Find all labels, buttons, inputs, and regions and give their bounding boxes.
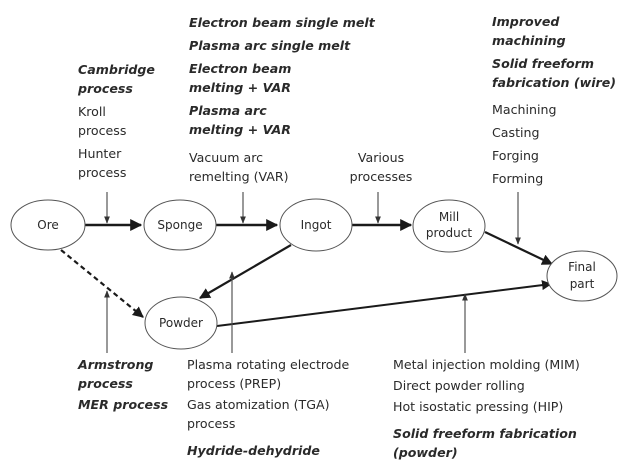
node-final-label-1: Final: [568, 260, 596, 274]
node-ore-label: Ore: [37, 218, 59, 232]
node-mill-label-2: product: [426, 226, 472, 240]
node-ore: Ore: [10, 199, 86, 251]
node-mill-product: Mill product: [412, 199, 486, 253]
label-mim: Metal injection molding (MIM): [393, 357, 580, 372]
label-pa-var-2: melting + VAR: [189, 122, 291, 137]
label-forging: Forging: [492, 148, 539, 163]
label-forming: Forming: [492, 171, 544, 186]
label-tga-1: Gas atomization (TGA): [187, 397, 330, 412]
label-hip: Hot isostatic pressing (HIP): [393, 399, 564, 414]
label-var-1: Vacuum arc: [189, 150, 264, 165]
annotation-var: Vacuum arc remelting (VAR): [189, 148, 289, 186]
label-hunter-2: process: [78, 165, 127, 180]
label-sff-powder-1: Solid freeform fabrication: [393, 426, 577, 441]
label-cambridge-2: process: [78, 81, 133, 96]
label-hdh: Hydride-dehydride: [187, 443, 320, 458]
label-kroll-1: Kroll: [78, 104, 106, 119]
label-pa-single: Plasma arc single melt: [189, 38, 351, 53]
label-machining: Machining: [492, 102, 557, 117]
label-improved-2: machining: [492, 33, 566, 48]
node-mill-label-1: Mill: [439, 210, 459, 224]
node-sponge: Sponge: [143, 199, 217, 251]
annotation-ingot-mill: Various processes: [345, 148, 417, 186]
label-pa-var-1: Plasma arc: [189, 103, 267, 118]
node-powder-label: Powder: [159, 316, 203, 330]
label-various-2: processes: [349, 169, 413, 184]
node-ingot-label: Ingot: [301, 218, 332, 232]
label-sff-wire-1: Solid freeform: [492, 56, 594, 71]
annotation-mill-final: Improved machining Solid freeform fabric…: [492, 12, 616, 188]
annotation-ingot-powder: Plasma rotating electrode process (PREP)…: [187, 355, 349, 460]
label-eb-single: Electron beam single melt: [189, 15, 375, 30]
label-various-1: Various: [357, 150, 405, 165]
label-sff-powder-2: (powder): [393, 445, 458, 460]
label-sff-wire-2: fabrication (wire): [492, 75, 617, 90]
label-cambridge-1: Cambridge: [78, 62, 155, 77]
annotation-ore-powder: Armstrong process MER process: [78, 355, 168, 414]
annotation-ore-sponge: Cambridge process Kroll process Hunter p…: [78, 60, 155, 182]
edge-powder-final: [216, 280, 552, 327]
label-casting: Casting: [492, 125, 540, 140]
label-hunter-1: Hunter: [78, 146, 122, 161]
node-powder: Powder: [144, 296, 218, 350]
node-final-part: Final part: [546, 250, 618, 302]
label-eb-var-2: melting + VAR: [189, 80, 291, 95]
label-prep-2: process (PREP): [187, 376, 282, 391]
label-eb-var-1: Electron beam: [189, 61, 292, 76]
label-improved-1: Improved: [492, 14, 560, 29]
label-dpr: Direct powder rolling: [393, 378, 525, 393]
label-tga-2: process: [187, 416, 236, 431]
label-mer: MER process: [78, 397, 169, 412]
label-var-2: remelting (VAR): [189, 169, 289, 184]
edge-mill-final: [484, 231, 553, 265]
annotation-powder-final: Metal injection molding (MIM) Direct pow…: [393, 355, 580, 462]
annotation-sponge-ingot: Electron beam single melt Plasma arc sin…: [189, 13, 375, 139]
label-armstrong-1: Armstrong: [78, 357, 154, 372]
node-final-label-2: part: [570, 277, 595, 291]
node-ingot: Ingot: [279, 198, 353, 252]
label-armstrong-2: process: [78, 376, 133, 391]
node-sponge-label: Sponge: [157, 218, 202, 232]
label-kroll-2: process: [78, 123, 127, 138]
edge-ore-powder-dashed: [60, 249, 144, 318]
label-prep-1: Plasma rotating electrode: [187, 357, 350, 372]
edge-ingot-powder: [199, 244, 292, 299]
